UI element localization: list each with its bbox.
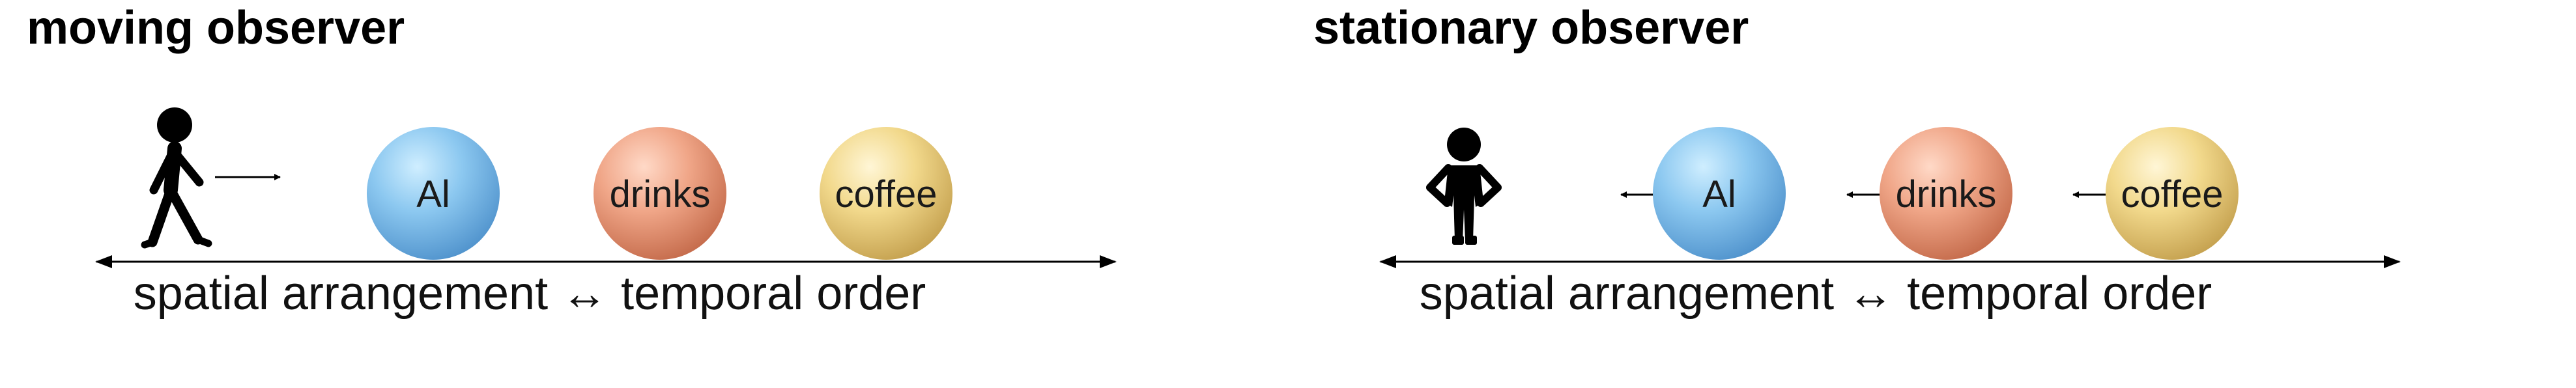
ball-label: drinks: [1896, 173, 1997, 215]
axis-right-arrowhead: [2384, 255, 2401, 268]
ball-coffee: coffee: [2106, 127, 2239, 260]
ball-label: coffee: [835, 173, 937, 215]
panel-title: stationary observer: [1313, 2, 1749, 54]
ball-label: drinks: [610, 173, 711, 215]
axis-right-arrowhead: [1100, 255, 1117, 268]
ball-coffee: coffee: [820, 127, 952, 260]
axis-caption: spatial arrangement ↔ temporal order: [134, 268, 926, 320]
standing-person-icon: [1426, 128, 1502, 245]
panel-title: moving observer: [27, 2, 405, 54]
ball-drinks: drinks: [1880, 127, 2012, 260]
axis-left-arrowhead: [95, 255, 112, 268]
ball-drinks: drinks: [594, 127, 726, 260]
stationary-observer-diagram: Al drinks coffee spatial arrangement ↔ t…: [1379, 127, 2401, 320]
ball-label: Al: [416, 173, 450, 215]
walking-person-icon: [141, 107, 212, 249]
moving-observer-diagram: Al drinks coffee spatial arrangement ↔ t…: [95, 107, 1117, 320]
ball-label: coffee: [2121, 173, 2224, 215]
ball-al: Al: [367, 127, 500, 260]
ball-al: Al: [1653, 127, 1786, 260]
panel-stationary-observer: stationary observer Al drinks coffee: [1288, 0, 2576, 388]
panel-moving-observer: moving observer Al drinks coffee: [27, 2, 1117, 320]
ball-label: Al: [1702, 173, 1736, 215]
axis-caption: spatial arrangement ↔ temporal order: [1420, 268, 2212, 320]
axis-left-arrowhead: [1379, 255, 1396, 268]
